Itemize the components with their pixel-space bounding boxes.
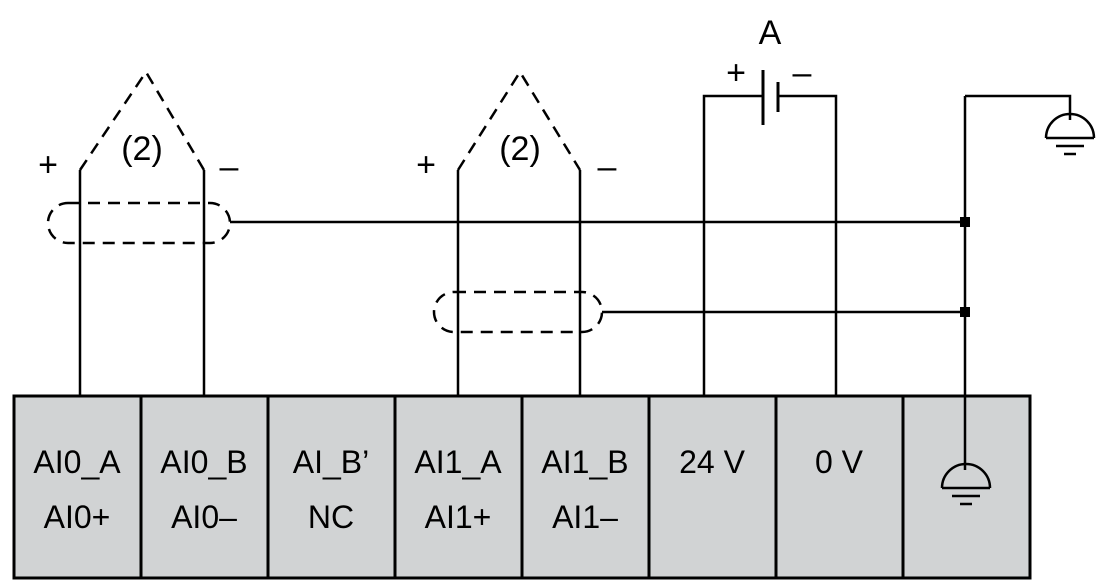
sensor-2-minus: – (598, 148, 617, 186)
terminal-0v (774, 394, 905, 580)
sensor-2-plus: + (416, 146, 436, 184)
terminal-label-3b: NC (308, 499, 354, 535)
terminal-label-6a: 24 V (679, 444, 745, 480)
terminal-ai1-a (393, 394, 524, 580)
terminal-label-4a: AI1_A (414, 444, 502, 480)
terminal-block (12, 394, 1032, 580)
wiring (78, 94, 1072, 470)
cable-shield-2 (432, 290, 604, 334)
terminal-24v (647, 394, 778, 580)
sensor-1-label: (2) (121, 130, 163, 168)
supply-plus: + (726, 54, 746, 92)
terminal-label-5b: AI1– (552, 499, 618, 535)
terminal-label-1a: AI0_A (33, 444, 121, 480)
terminal-label-7a: 0 V (815, 444, 864, 480)
supply-label: A (759, 14, 782, 52)
terminal-label-4b: AI1+ (425, 499, 492, 535)
cable-shield-1 (46, 201, 232, 245)
sensor-2-label: (2) (499, 130, 541, 168)
terminal-label-2a: AI0_B (160, 444, 247, 480)
junction-dot (960, 307, 970, 317)
terminal-ai0-b (139, 394, 270, 580)
terminal-label-3a: AI_B’ (293, 444, 369, 480)
sensor-1-minus: – (220, 148, 239, 186)
battery-icon (761, 70, 780, 125)
junction-dot (960, 217, 970, 227)
supply-minus: – (793, 54, 812, 92)
terminal-label-1b: AI0+ (44, 499, 111, 535)
terminal-ai0-a (12, 394, 143, 580)
terminal-label-5a: AI1_B (541, 444, 628, 480)
earth-ground-icon (1044, 112, 1096, 156)
sensor-1-plus: + (38, 146, 58, 184)
terminal-ai1-b (520, 394, 651, 580)
terminal-label-2b: AI0– (171, 499, 237, 535)
terminal-ai-b-prime (266, 394, 397, 580)
